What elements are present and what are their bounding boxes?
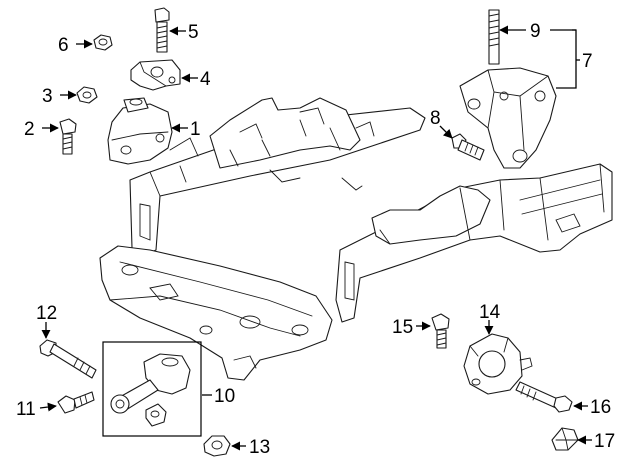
callout-3: 3 <box>42 86 53 107</box>
callout-2: 2 <box>24 119 35 140</box>
part-12-bolt <box>39 339 97 379</box>
callout-14: 14 <box>479 302 501 323</box>
part-7-bracket <box>459 67 557 169</box>
callout-5: 5 <box>188 22 199 43</box>
part-2-bolt <box>59 118 77 155</box>
part-11-bolt <box>57 391 95 414</box>
part-16-bolt <box>515 381 573 413</box>
callout-12: 12 <box>36 303 57 324</box>
callout-16: 16 <box>590 397 611 418</box>
part-10-torque-rod <box>110 353 191 427</box>
leader-7 <box>556 29 577 89</box>
part-1-engine-mount <box>107 97 173 165</box>
callout-11: 11 <box>16 399 36 420</box>
leader-lines <box>39 25 592 451</box>
part-8-bolt <box>451 133 485 161</box>
right-frame-rail <box>335 163 613 323</box>
part-5-bolt <box>154 7 170 53</box>
part-4-bracket <box>130 59 181 91</box>
part-17-clip <box>551 427 579 451</box>
leader-11 <box>39 402 57 412</box>
callout-15: 15 <box>392 317 413 338</box>
callout-labels: 1 2 3 4 5 6 7 8 9 10 11 12 13 14 15 16 1… <box>16 21 615 458</box>
part-15-bolt <box>431 313 450 349</box>
part-9-stud <box>488 9 500 65</box>
callout-7: 7 <box>582 51 593 72</box>
callout-8: 8 <box>430 108 441 129</box>
part-14-mount <box>463 333 533 395</box>
callout-17: 17 <box>594 431 615 452</box>
part-10-frame <box>102 341 202 437</box>
part-3-nut <box>76 86 98 104</box>
callout-13: 13 <box>249 437 270 458</box>
callout-4: 4 <box>200 69 211 90</box>
part-13-nut <box>203 435 231 457</box>
callout-10: 10 <box>214 386 235 407</box>
callout-6: 6 <box>58 35 69 56</box>
callout-1: 1 <box>190 119 201 140</box>
subframe <box>99 245 333 381</box>
leader-8 <box>439 125 453 139</box>
part-6-nut <box>93 34 113 51</box>
callout-9: 9 <box>530 21 541 42</box>
